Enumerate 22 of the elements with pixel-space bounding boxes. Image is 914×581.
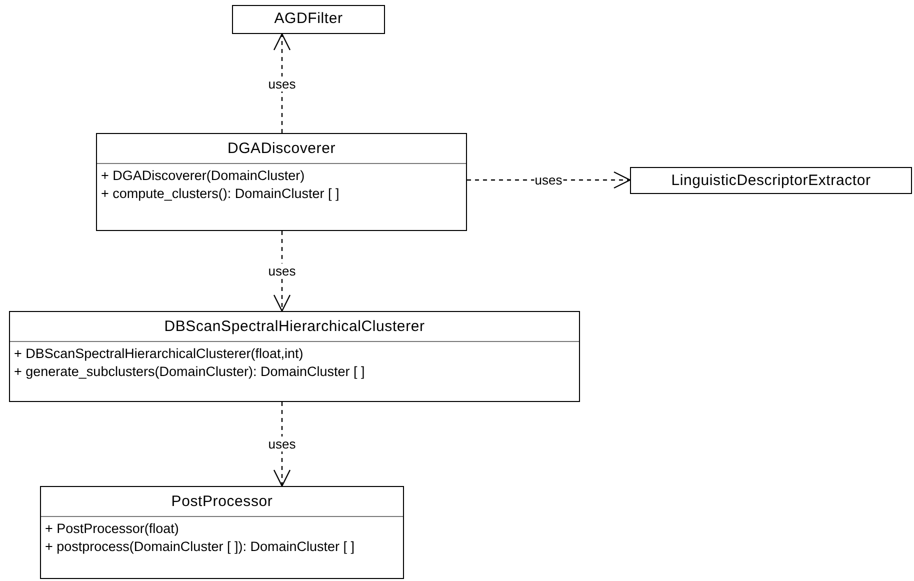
class-name: PostProcessor: [171, 493, 273, 510]
operation-text: + generate_subclusters(DomainCluster): DomainCluster [ ]: [14, 363, 365, 381]
class-box: [232, 5, 385, 34]
dependency-arrow: [273, 33, 291, 133]
edge-label: uses: [267, 436, 297, 452]
edge-label: uses: [267, 76, 297, 91]
dependency-arrow: [273, 402, 291, 487]
class-box: [96, 133, 467, 231]
class-box: [40, 486, 404, 579]
class-name: AGDFilter: [274, 10, 343, 27]
edge-label: uses: [267, 264, 297, 278]
operation-text: + postprocess(DomainCluster [ ]): DomainCluster [ ]: [45, 538, 354, 556]
class-box: [9, 311, 580, 402]
operation-text: + DBScanSpectralHierarchicalClusterer(float,int): [14, 345, 304, 363]
class-box: [630, 167, 912, 194]
operation-text: + PostProcessor(float): [45, 520, 179, 538]
operation-text: + compute_clusters(): DomainCluster [ ]: [101, 185, 340, 203]
dependency-arrow: [273, 231, 291, 312]
class-name: DGADiscoverer: [227, 140, 336, 157]
operation-text: + DGADiscoverer(DomainCluster): [101, 167, 305, 185]
class-name: LinguisticDescriptorExtractor: [671, 172, 871, 189]
class-name: DBScanSpectralHierarchicalClusterer: [164, 318, 425, 335]
